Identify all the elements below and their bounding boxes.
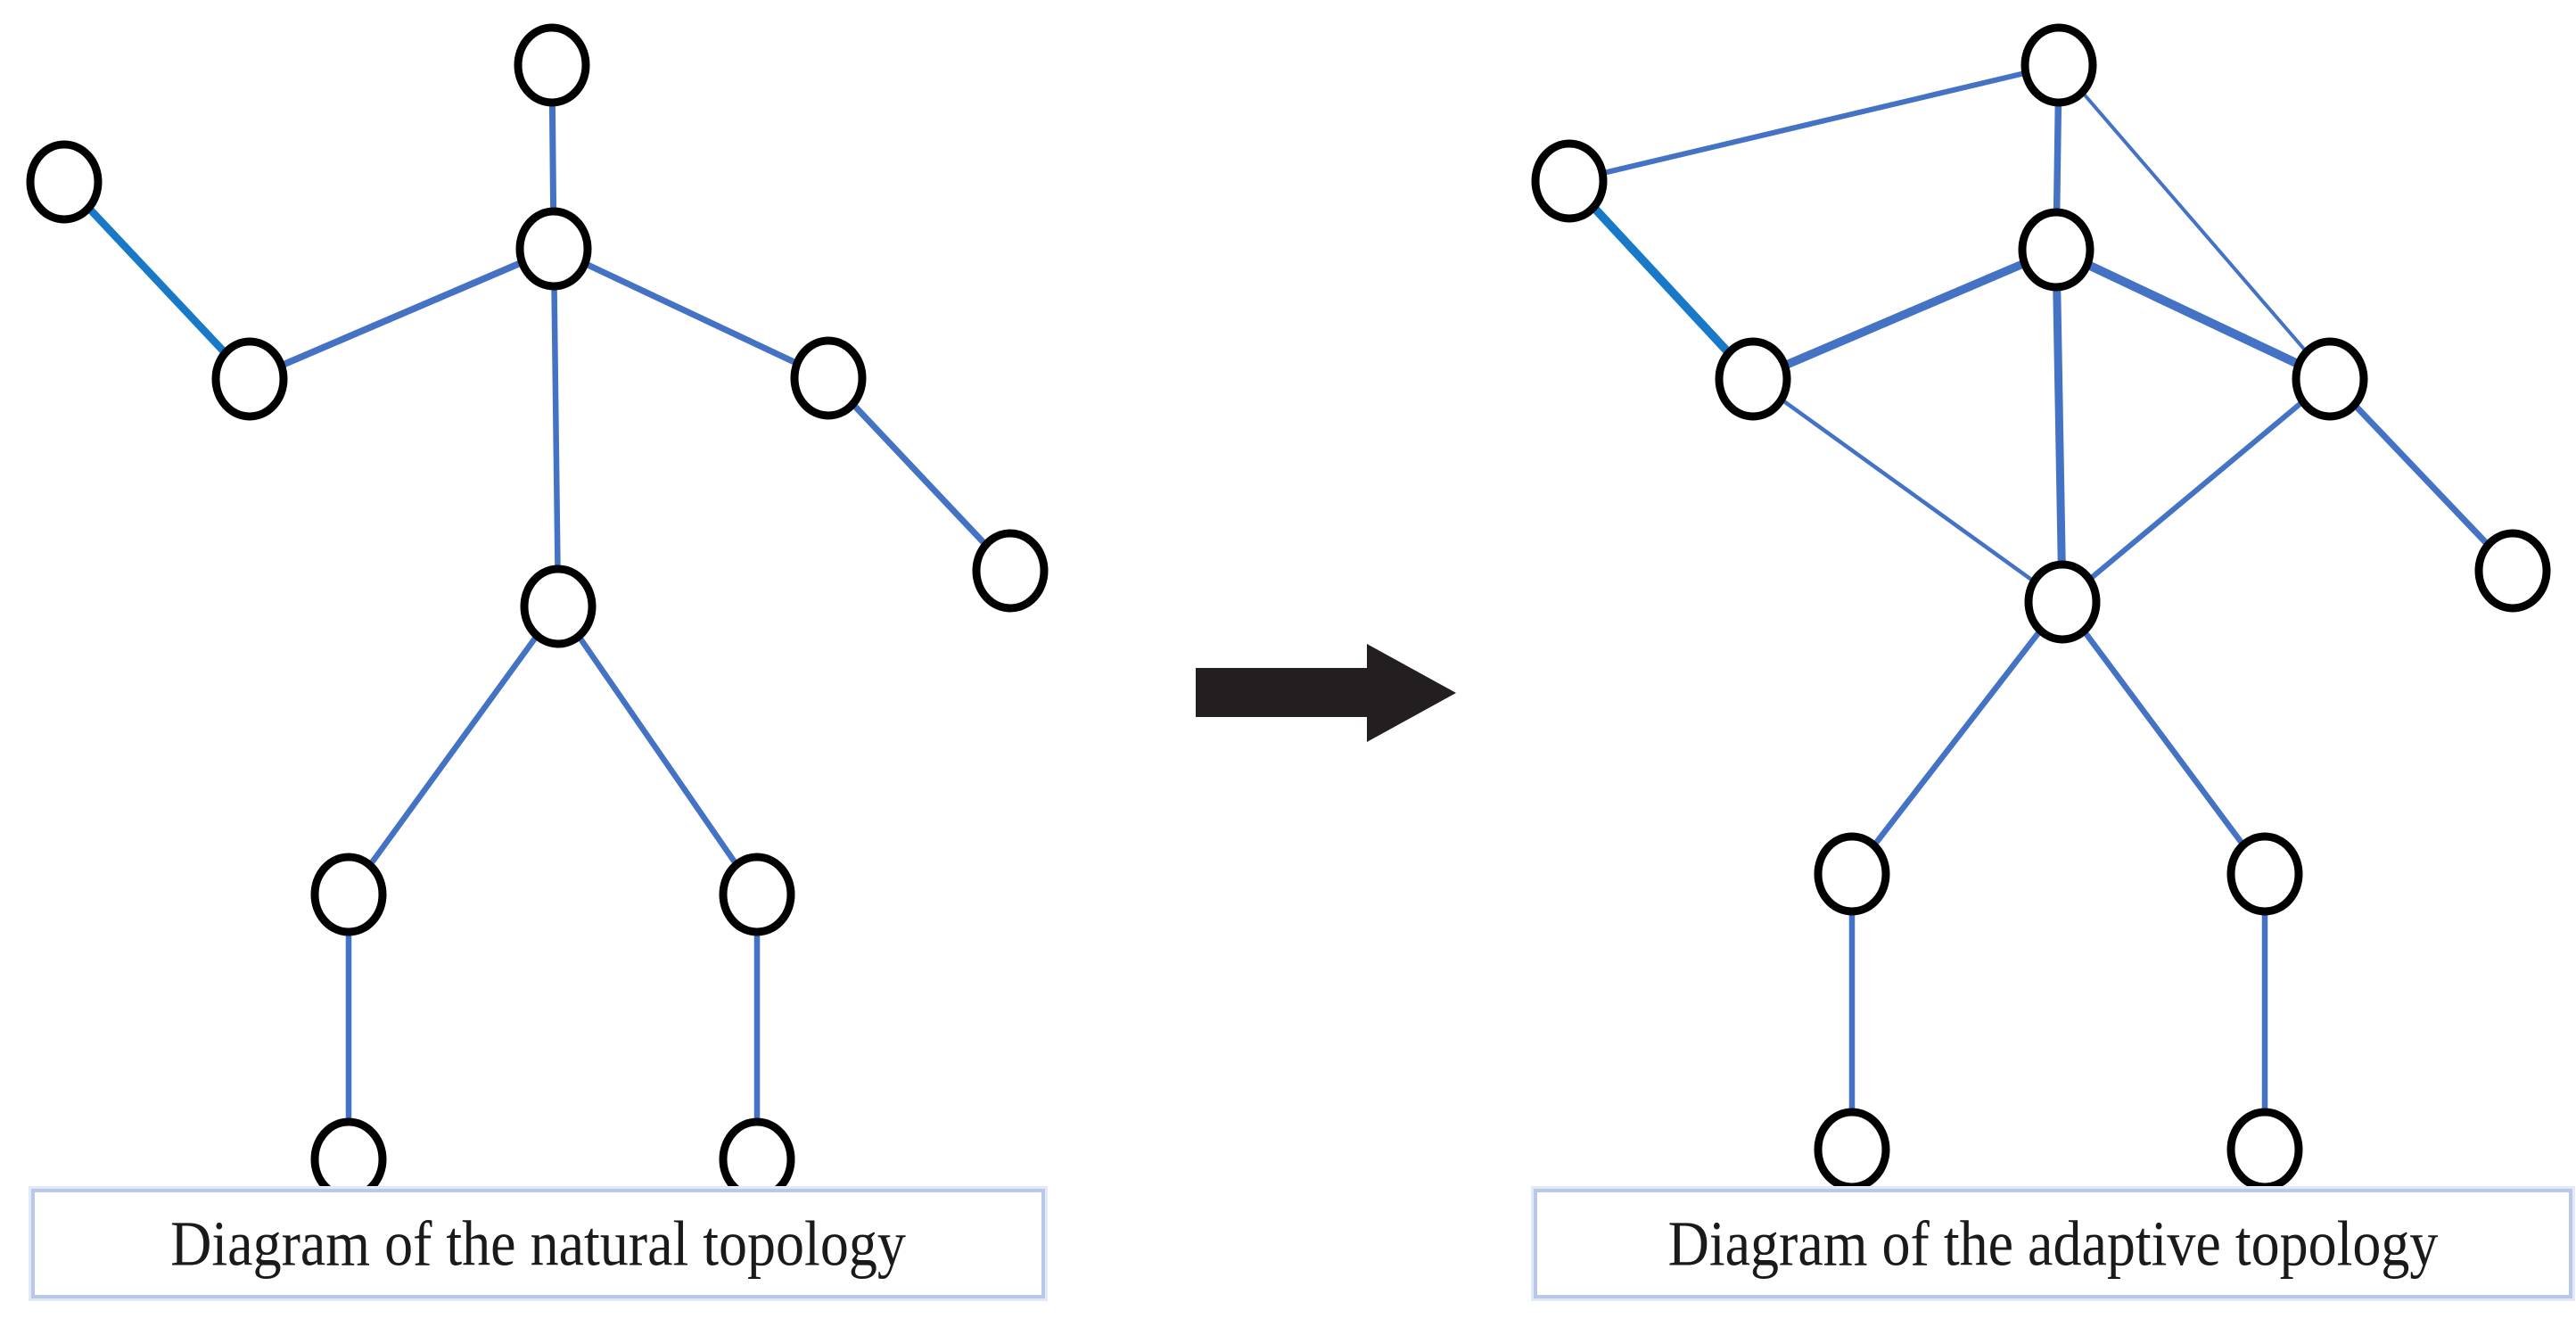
figure-adaptive-topology (1531, 23, 2551, 1191)
edge-hip-left_knee (345, 603, 562, 898)
edge-head-right_elbow (2057, 63, 2332, 381)
node-adaptive-left-elbow (1715, 337, 1791, 421)
node-adaptive-right-knee (2226, 832, 2303, 916)
node-adaptive-left-foot (1814, 1108, 1890, 1191)
node-adaptive-left-hand (1531, 139, 1608, 223)
edge-right_elbow-hip (2060, 376, 2333, 605)
node-adaptive-head (2020, 23, 2097, 107)
edge-neck-hip (550, 245, 562, 610)
node-natural-head (514, 23, 590, 107)
edge-neck-hip (2052, 245, 2067, 606)
node-natural-right-hand (972, 529, 1049, 613)
node-adaptive-right-elbow (2292, 337, 2368, 421)
edge-left_hand-left_elbow (1565, 177, 1757, 383)
node-natural-left-hand (26, 140, 103, 224)
node-natural-neck (515, 207, 592, 291)
edge-left_elbow-left_hand (60, 177, 254, 383)
edge-neck-right_elbow (550, 245, 832, 382)
node-adaptive-left-knee (1814, 832, 1890, 916)
node-natural-right-foot (719, 1117, 795, 1201)
node-natural-left-foot (310, 1117, 387, 1201)
edge-head-left_hand (1567, 62, 2062, 184)
edge-right_elbow-right_hand (825, 375, 1014, 574)
edge-neck-left_elbow (1749, 245, 2061, 383)
right-arrow-icon (1196, 644, 1456, 742)
node-natural-right-elbow (790, 336, 867, 420)
node-natural-left-elbow (211, 337, 288, 421)
caption-box-natural-topology: Diagram of the natural topology (31, 1189, 1045, 1298)
node-adaptive-neck (2018, 208, 2095, 292)
edge-right_elbow-right_hand (2326, 375, 2516, 574)
caption-text-natural-topology: Diagram of the natural topology (170, 1207, 906, 1279)
node-natural-left-knee (310, 853, 387, 936)
node-adaptive-hip (2024, 560, 2101, 644)
node-natural-hip (520, 565, 597, 648)
figure-natural-topology (26, 23, 1049, 1201)
node-adaptive-right-foot (2226, 1108, 2303, 1191)
node-adaptive-right-hand (2474, 529, 2551, 613)
edge-neck-right_elbow (2052, 245, 2334, 383)
edge-neck-left_elbow (246, 245, 557, 383)
caption-text-adaptive-topology: Diagram of the adaptive topology (1667, 1207, 2439, 1279)
caption-box-adaptive-topology: Diagram of the adaptive topology (1534, 1189, 2572, 1298)
node-natural-right-knee (719, 853, 795, 936)
edge-hip-left_knee (1848, 598, 2066, 878)
edge-hip-right_knee (2059, 598, 2268, 878)
edge-left_elbow-hip (1750, 376, 2065, 605)
edge-hip-right_knee (555, 603, 761, 898)
